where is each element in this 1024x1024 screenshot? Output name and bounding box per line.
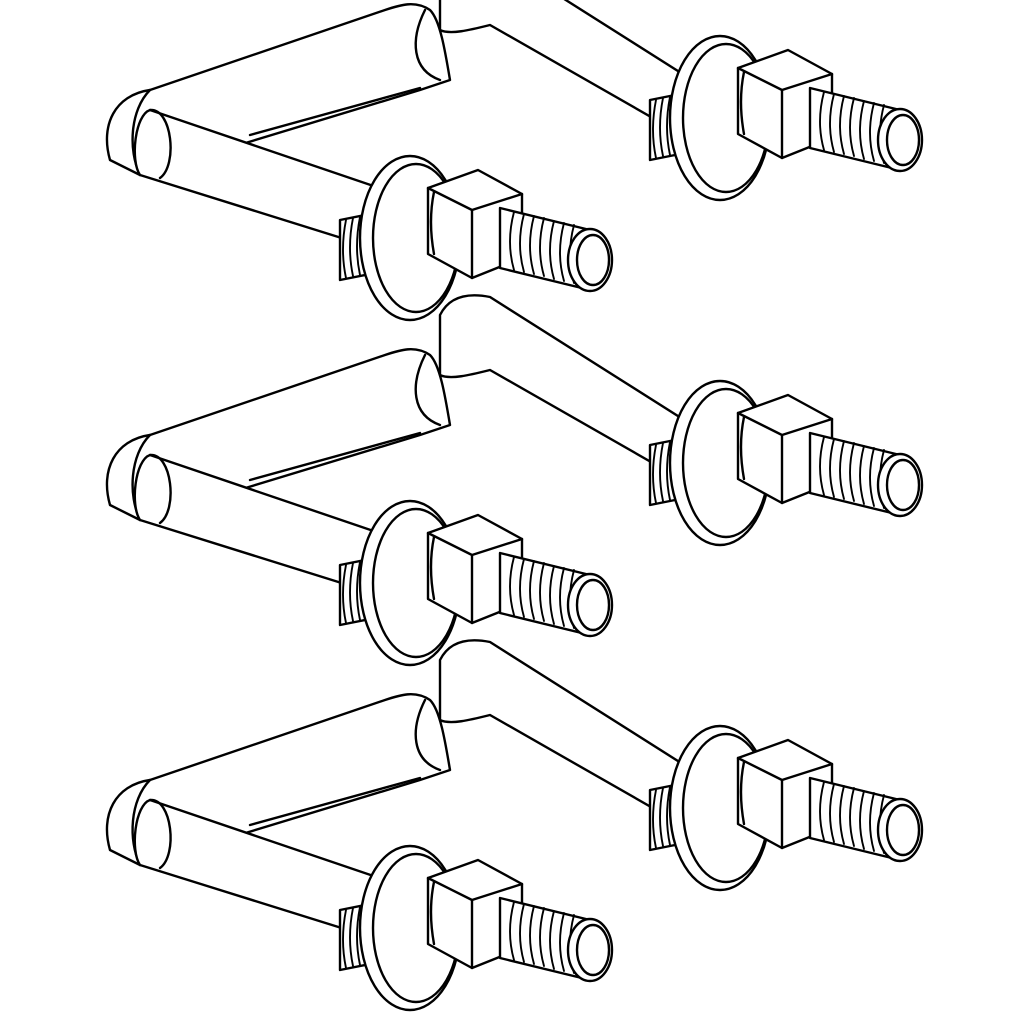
u-bolt-1 [107,0,922,320]
u-bolt-2 [107,295,922,665]
u-bolt-3 [107,640,922,1010]
